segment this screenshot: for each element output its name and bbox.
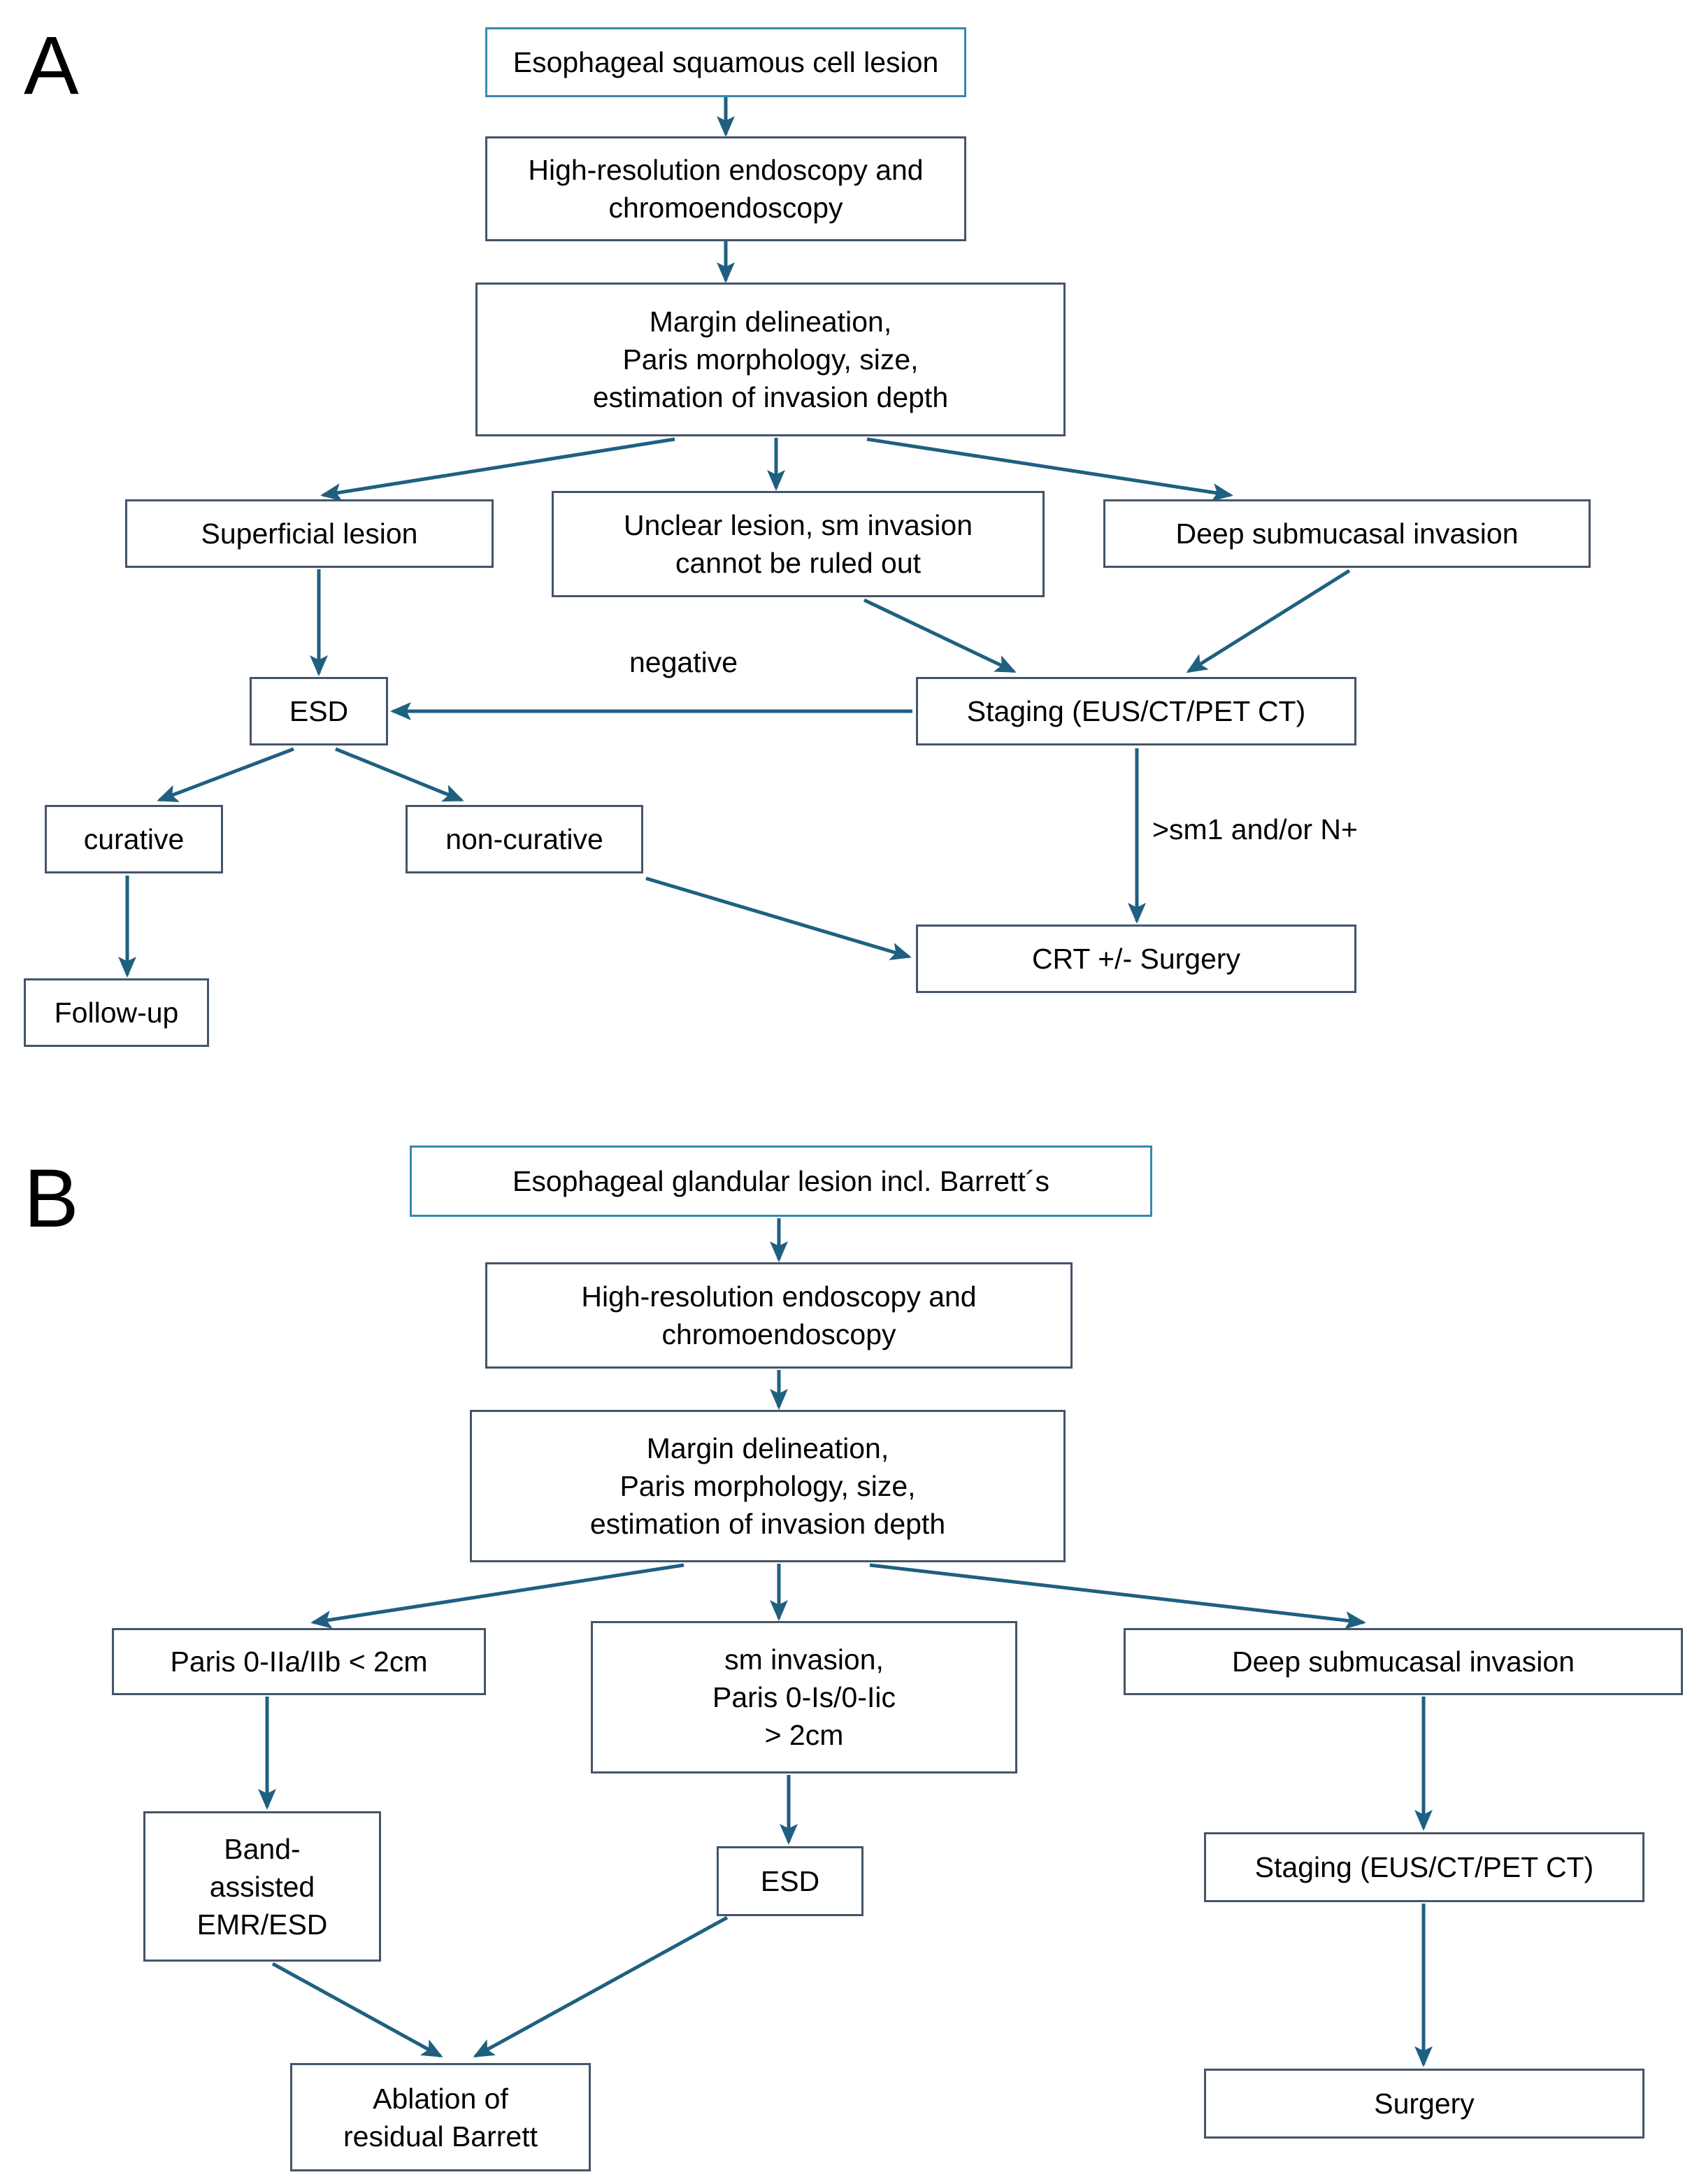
edge-label-a-staging-to-a-esd: negative: [629, 646, 738, 678]
node-b-root[interactable]: Esophageal glandular lesion incl. Barret…: [410, 1145, 1152, 1217]
node-b-surgery[interactable]: Surgery: [1204, 2069, 1644, 2139]
node-b-staging[interactable]: Staging (EUS/CT/PET CT): [1204, 1832, 1644, 1902]
node-a-root[interactable]: Esophageal squamous cell lesion: [485, 27, 966, 97]
panel-label-a: A: [24, 20, 79, 112]
edge-a-margin-to-a-deep: [866, 437, 1233, 501]
node-a-followup[interactable]: Follow-up: [24, 978, 209, 1047]
edge-label-a-staging-to-a-crt: >sm1 and/or N+: [1152, 813, 1358, 845]
panel-a-edges: [118, 97, 1351, 978]
panel-b: B Esophageal glandular lesion incl. Barr…: [0, 1091, 1706, 2184]
node-a-deep[interactable]: Deep submucasal invasion: [1103, 499, 1591, 568]
edge-a-margin-to-a-superficial: [320, 437, 675, 501]
node-b-ablation[interactable]: Ablation of residual Barrett: [290, 2063, 591, 2171]
node-b-deep[interactable]: Deep submucasal invasion: [1124, 1628, 1683, 1695]
edge-a-noncurative-to-a-crt: [645, 876, 912, 961]
node-a-hre[interactable]: High-resolution endoscopy and chromoendo…: [485, 136, 966, 241]
node-a-staging[interactable]: Staging (EUS/CT/PET CT): [916, 677, 1356, 745]
node-a-noncurative[interactable]: non-curative: [406, 805, 643, 873]
node-b-sm[interactable]: sm invasion, Paris 0-Is/0-Iic > 2cm: [591, 1621, 1017, 1773]
node-b-band[interactable]: Band- assisted EMR/ESD: [143, 1811, 381, 1962]
edge-a-esd-to-a-curative: [157, 747, 294, 802]
edge-b-margin-to-b-paris2: [310, 1563, 684, 1629]
edge-a-esd-to-a-noncurative: [335, 747, 464, 802]
node-a-margin[interactable]: Margin delineation, Paris morphology, si…: [475, 283, 1066, 436]
panel-b-edges: [258, 1218, 1433, 2068]
node-a-curative[interactable]: curative: [45, 805, 223, 873]
node-a-esd[interactable]: ESD: [250, 677, 388, 745]
node-a-crt[interactable]: CRT +/- Surgery: [916, 925, 1356, 993]
node-a-unclear[interactable]: Unclear lesion, sm invasion cannot be ru…: [552, 491, 1045, 597]
edge-a-unclear-to-a-staging: [863, 598, 1017, 673]
edge-b-margin-to-b-deep: [869, 1563, 1366, 1629]
panel-a: A negative >sm1 and/or N+ Esophageal squam…: [0, 0, 1706, 1091]
node-b-esd[interactable]: ESD: [717, 1846, 863, 1916]
node-b-hre[interactable]: High-resolution endoscopy and chromoendo…: [485, 1262, 1073, 1369]
node-b-margin[interactable]: Margin delineation, Paris morphology, si…: [470, 1410, 1066, 1562]
panel-label-b: B: [24, 1152, 79, 1245]
node-b-paris2[interactable]: Paris 0-IIa/IIb < 2cm: [112, 1628, 486, 1695]
edge-a-deep-to-a-staging: [1186, 569, 1351, 673]
edge-b-band-to-b-ablation: [271, 1962, 443, 2058]
edge-b-esd-to-b-ablation: [473, 1915, 729, 2058]
node-a-superficial[interactable]: Superficial lesion: [125, 499, 494, 568]
